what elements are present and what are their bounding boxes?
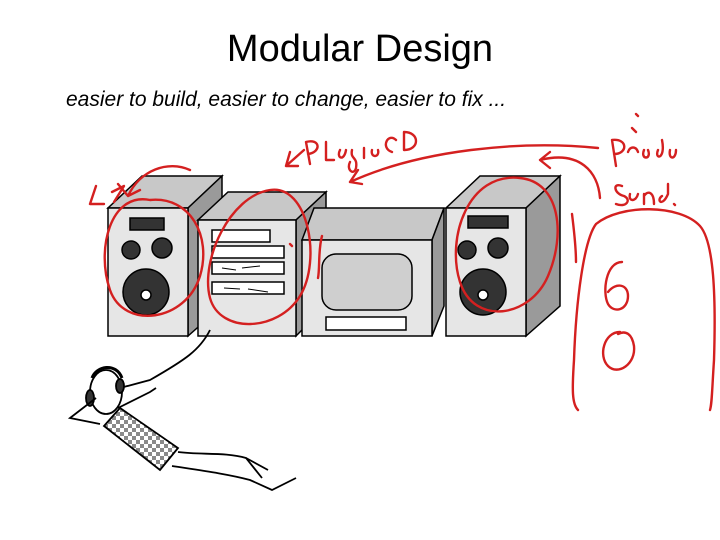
arrow-left-speaker bbox=[116, 165, 192, 198]
arrow-right-speaker bbox=[538, 150, 602, 200]
circle-left-speaker bbox=[103, 198, 205, 317]
arrow-plug-in-cd bbox=[284, 148, 306, 168]
slide-subtitle: easier to build, easier to change, easie… bbox=[66, 88, 507, 111]
digit-six bbox=[604, 260, 630, 311]
red-box bbox=[571, 208, 716, 412]
produce-sound-text bbox=[610, 138, 678, 207]
digit-zero bbox=[601, 330, 636, 371]
circle-right-speaker bbox=[454, 176, 559, 313]
reclining-person-icon bbox=[67, 329, 297, 491]
plug-in-cd-text bbox=[304, 130, 418, 173]
ink-annotations bbox=[88, 112, 716, 412]
amplifier-icon bbox=[300, 207, 446, 337]
slide-title: Modular Design bbox=[226, 28, 494, 70]
arrow-to-amp bbox=[348, 144, 600, 186]
circle-cd-player bbox=[206, 188, 312, 326]
lr-scribble bbox=[88, 184, 126, 206]
